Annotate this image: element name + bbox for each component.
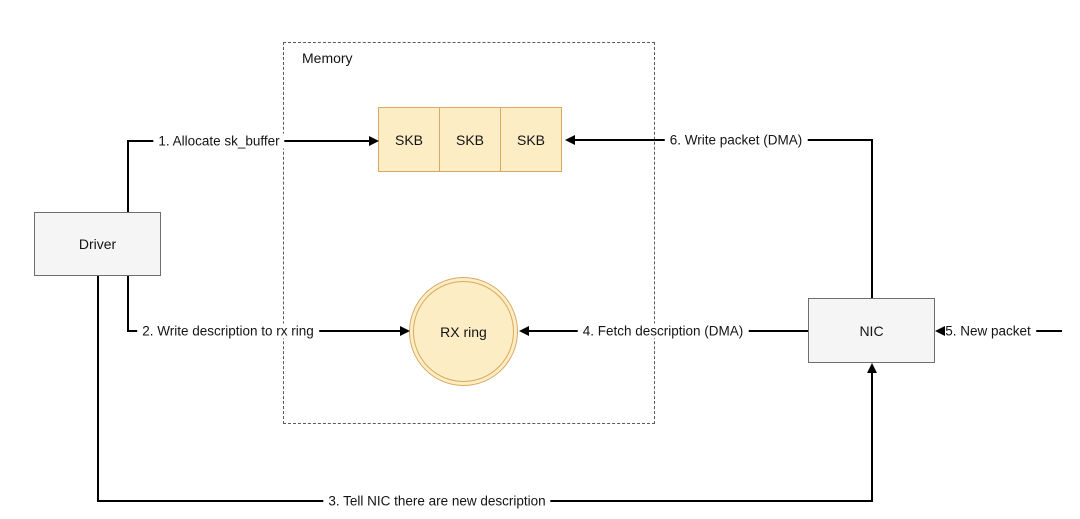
skb-label: SKB xyxy=(516,131,545,148)
edge-label-6: 6. Write packet (DMA) xyxy=(664,132,808,148)
edge-5-arrowhead-icon xyxy=(935,326,945,336)
rx-ring-inner-circle: RX ring xyxy=(413,281,514,382)
driver-node: Driver xyxy=(34,212,161,276)
edge-2-arrowhead-icon xyxy=(400,326,410,336)
edge-label-2: 2. Write description to rx ring xyxy=(137,323,319,339)
skb-box-1: SKB xyxy=(378,107,440,172)
rx-ring-label: RX ring xyxy=(440,323,487,340)
nic-node: NIC xyxy=(808,298,935,363)
memory-region-label: Memory xyxy=(302,50,353,66)
edge-6-line-vertical xyxy=(871,139,873,299)
edge-2-line-vertical xyxy=(127,275,129,332)
edge-1-arrowhead-icon xyxy=(369,136,379,146)
skb-buffer-row: SKB SKB SKB xyxy=(378,107,562,172)
edge-label-3: 3. Tell NIC there are new description xyxy=(323,493,551,509)
edge-label-1: 1. Allocate sk_buffer xyxy=(153,133,285,149)
skb-box-3: SKB xyxy=(500,107,562,172)
edge-6-arrowhead-icon xyxy=(565,135,575,145)
skb-label: SKB xyxy=(394,131,423,148)
edge-4-arrowhead-icon xyxy=(519,326,529,336)
memory-region: Memory xyxy=(283,42,655,424)
rx-ring-node: RX ring xyxy=(409,277,518,386)
nic-label: NIC xyxy=(859,322,884,339)
edge-3-line-vertical-left xyxy=(97,275,99,502)
edge-3-arrowhead-icon xyxy=(867,363,877,373)
driver-label: Driver xyxy=(78,236,117,252)
edge-label-4: 4. Fetch description (DMA) xyxy=(577,323,749,339)
edge-1-line-vertical xyxy=(127,141,129,213)
skb-box-2: SKB xyxy=(439,107,501,172)
skb-label: SKB xyxy=(455,131,484,148)
edge-label-5: 5. New packet xyxy=(940,323,1036,339)
edge-3-line-vertical-right xyxy=(871,372,873,502)
